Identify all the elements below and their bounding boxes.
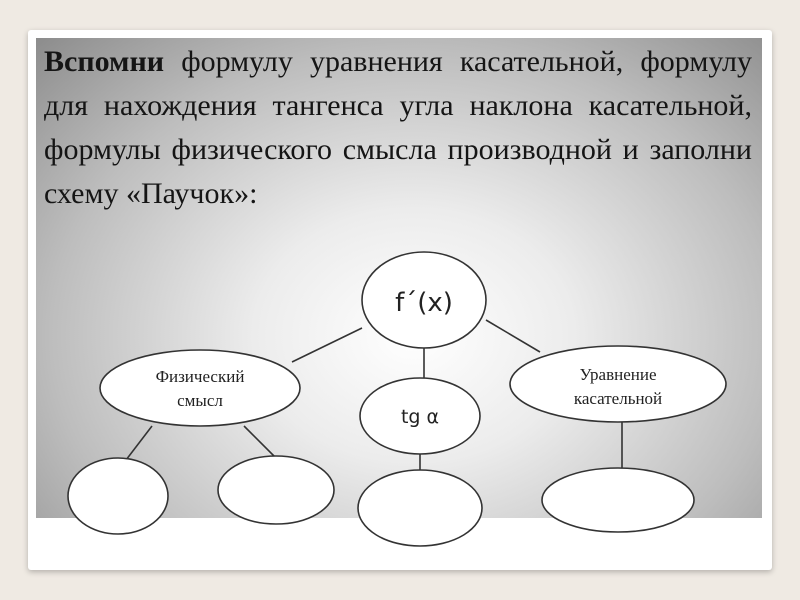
empty-node-tangent[interactable] [357, 469, 483, 547]
center-node-label: f´(x) [395, 288, 453, 318]
instruction-text: Вспомни формулу уравнения касательной, ф… [44, 40, 752, 216]
tangent-node-label: tg α [401, 406, 439, 428]
empty-node-physical-left[interactable] [67, 457, 169, 535]
physical-meaning-label-line1: Физический [156, 367, 245, 386]
instruction-lead: Вспомни [44, 45, 165, 78]
equation-label-line1: Уравнение [580, 365, 657, 384]
empty-node-equation[interactable] [541, 467, 695, 533]
connector-center-physical [291, 327, 363, 363]
physical-meaning-node [99, 349, 301, 427]
instruction-rest: формулу уравнения касательной, формулу д… [44, 45, 752, 210]
connector-center-equation [485, 319, 541, 353]
tangent-node [359, 377, 481, 455]
connector-physical-left [125, 425, 153, 461]
connector-physical-right [243, 425, 279, 461]
center-node [361, 251, 487, 349]
equation-label-line2: касательной [574, 389, 662, 408]
physical-meaning-label-line2: смысл [177, 391, 223, 410]
equation-node [509, 345, 727, 423]
empty-node-physical-right[interactable] [217, 455, 335, 525]
